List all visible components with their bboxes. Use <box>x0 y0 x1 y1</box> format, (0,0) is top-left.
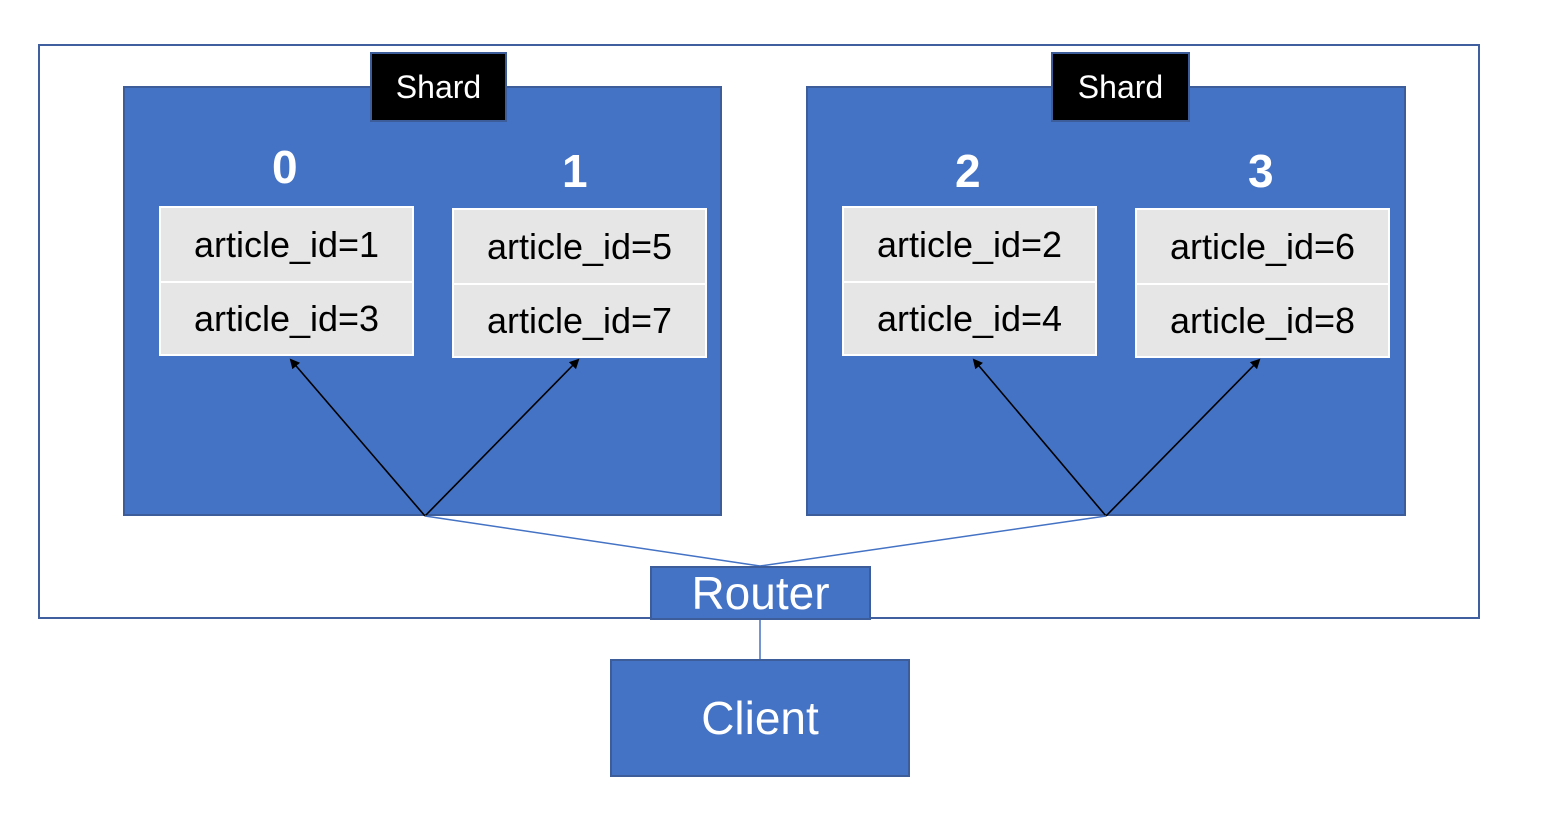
replica-number-1: 1 <box>562 145 588 197</box>
router-box: Router <box>650 566 871 620</box>
arrow-to-replica-1 <box>424 358 580 517</box>
table-row: article_id=4 <box>844 281 1095 354</box>
replica-table-3: article_id=6 article_id=8 <box>1135 208 1390 358</box>
table-row: article_id=7 <box>454 283 705 356</box>
client-box: Client <box>610 659 910 777</box>
arrow-to-replica-3 <box>1105 358 1261 517</box>
replica-number-3: 3 <box>1248 145 1274 197</box>
table-row: article_id=1 <box>193 223 380 265</box>
arrow-to-replica-0 <box>289 358 426 517</box>
shard-label-a: Shard <box>370 52 507 122</box>
replica-table-1: article_id=5 article_id=7 <box>452 208 707 358</box>
replica-table-2: article_id=2 article_id=4 <box>842 206 1097 356</box>
router-to-shard-a-line <box>424 515 761 567</box>
table-row: article_id=5 <box>486 225 673 267</box>
replica-number-0: 0 <box>272 141 298 193</box>
arrow-to-replica-2 <box>972 358 1107 517</box>
table-row: article_id=3 <box>161 281 412 354</box>
replica-table-0: article_id=1 article_id=3 <box>159 206 414 356</box>
shard-label-b: Shard <box>1051 52 1190 122</box>
table-row: article_id=6 <box>1169 225 1356 267</box>
table-row: article_id=8 <box>1137 283 1388 356</box>
table-row: article_id=2 <box>876 223 1063 265</box>
router-to-shard-b-line <box>759 515 1107 567</box>
replica-number-2: 2 <box>955 145 981 197</box>
